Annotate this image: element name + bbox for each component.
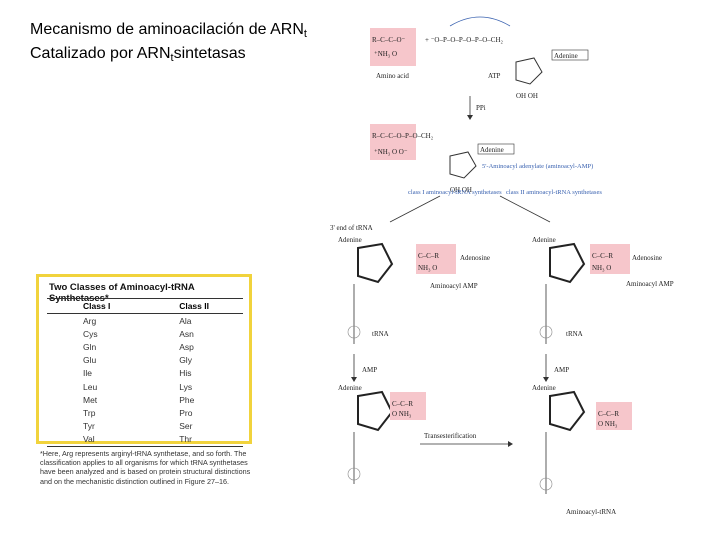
table-footnote: *Here, Arg represents arginyl-tRNA synth… (40, 449, 255, 486)
arrow-step1-head (467, 115, 473, 120)
amino-acid-group: R–C–C–O⁻ ⁺NH₃ O Amino acid (370, 28, 416, 80)
cell-class-1: Glu (47, 354, 143, 367)
adenosine-label-1: Adenosine (460, 254, 490, 262)
synthetase-classes-table-box: Two Classes of Aminoacyl-tRNA Synthetase… (36, 274, 252, 444)
slide-title: Mecanismo de aminoacilación de ARNt Cata… (30, 20, 307, 68)
cell-class-2: Thr (143, 433, 243, 447)
amino-acid-label: Amino acid (376, 72, 409, 80)
amp-label-right: AMP (554, 366, 569, 374)
svg-text:⁺NH₃ O: ⁺NH₃ O (374, 50, 397, 58)
arrow-class2 (500, 196, 550, 222)
adenine-label-2: Adenine (480, 146, 504, 154)
amp-label-left: AMP (362, 366, 377, 374)
adenine-label-4: Adenine (338, 384, 362, 392)
title-line-1-sub: t (304, 28, 307, 40)
atp-label: ATP (488, 72, 501, 80)
trna-end-label: 3' end of tRNA (330, 224, 373, 232)
class2-pathway: Adenine C–C–R NH₃ O Adenosine Aminoacyl … (532, 236, 674, 516)
svg-text:NH₃ O: NH₃ O (418, 264, 437, 272)
header-class-2: Class II (143, 299, 243, 314)
title-line-1: Mecanismo de aminoacilación de ARN (30, 21, 304, 38)
cell-class-1: Arg (47, 314, 143, 328)
adenosine-label-2: Adenosine (632, 254, 662, 262)
aminoacyl-amp-right: Aminoacyl AMP (626, 280, 674, 288)
trna-label-left: tRNA (372, 330, 389, 338)
trna-label-right: tRNA (566, 330, 583, 338)
cell-class-2: Asp (143, 340, 243, 353)
adenine-label-5: Adenine (532, 236, 556, 244)
cell-class-1: Cys (47, 327, 143, 340)
svg-text:⁺NH₃ O O⁻: ⁺NH₃ O O⁻ (374, 148, 408, 156)
class1-label: class I aminoacyl-tRNA synthetases (408, 189, 502, 196)
atp-group: + ⁻O–P–O–P–O–P–O–CH₂ Adenine OH OH ATP (425, 17, 588, 100)
cell-class-2: Gly (143, 354, 243, 367)
adenylate-label: 5'-Aminoacyl adenylate (aminoacyl-AMP) (482, 163, 593, 170)
svg-text:R–C–C–O⁻: R–C–C–O⁻ (372, 36, 406, 44)
cell-class-2: Phe (143, 393, 243, 406)
cell-class-2: Ser (143, 420, 243, 433)
table-header-row: Class I Class II (47, 299, 243, 314)
svg-text:O NH₃: O NH₃ (598, 420, 618, 428)
cell-class-1: Val (47, 433, 143, 447)
svg-text:C–C–R: C–C–R (592, 252, 613, 260)
ppi-label: PPi (476, 104, 486, 112)
aminoacylation-mechanism-diagram: R–C–C–O⁻ ⁺NH₃ O Amino acid + ⁻O–P–O–P–O–… (320, 14, 700, 534)
cell-class-1: Tyr (47, 420, 143, 433)
arrow-class1 (390, 196, 440, 222)
adenine-label-1: Adenine (554, 52, 578, 60)
svg-text:+ ⁻O–P–O–P–O–P–O–CH₂: + ⁻O–P–O–P–O–P–O–CH₂ (425, 36, 504, 44)
adenine-label-3: Adenine (338, 236, 362, 244)
cell-class-1: Ile (47, 367, 143, 380)
svg-text:O NH₃: O NH₃ (392, 410, 412, 418)
cell-class-2: Ala (143, 314, 243, 328)
cell-class-1: Met (47, 393, 143, 406)
svg-text:NH₃ O: NH₃ O (592, 264, 611, 272)
svg-text:OH OH: OH OH (516, 92, 538, 100)
header-class-1: Class I (47, 299, 143, 314)
title-line-2-pre: Catalizado por ARN (30, 45, 171, 62)
aminoacyl-adenylate-group: R–C–C–O–P–O–CH₂ ⁺NH₃ O O⁻ Adenine OH OH … (370, 124, 593, 194)
electron-arrow (450, 17, 510, 26)
transesterification-label: Transesterification (424, 432, 477, 440)
svg-text:C–C–R: C–C–R (392, 400, 413, 408)
cell-class-2: Pro (143, 406, 243, 419)
aminoacyl-amp-left: Aminoacyl AMP (430, 282, 478, 290)
cell-class-1: Trp (47, 406, 143, 419)
cell-class-2: His (143, 367, 243, 380)
aminoacyl-trna-label: Aminoacyl-tRNA (566, 508, 616, 516)
cell-class-2: Asn (143, 327, 243, 340)
adenine-label-6: Adenine (532, 384, 556, 392)
class2-label: class II aminoacyl-tRNA synthetases (506, 189, 602, 196)
svg-text:C–C–R: C–C–R (418, 252, 439, 260)
title-line-2-post: sintetasas (174, 45, 246, 62)
svg-text:C–C–R: C–C–R (598, 410, 619, 418)
svg-text:R–C–C–O–P–O–CH₂: R–C–C–O–P–O–CH₂ (372, 132, 434, 140)
cell-class-1: Gln (47, 340, 143, 353)
cell-class-1: Leu (47, 380, 143, 393)
class1-pathway: Adenine C–C–R NH₃ O Adenosine Aminoacyl … (338, 236, 490, 484)
cell-class-2: Lys (143, 380, 243, 393)
